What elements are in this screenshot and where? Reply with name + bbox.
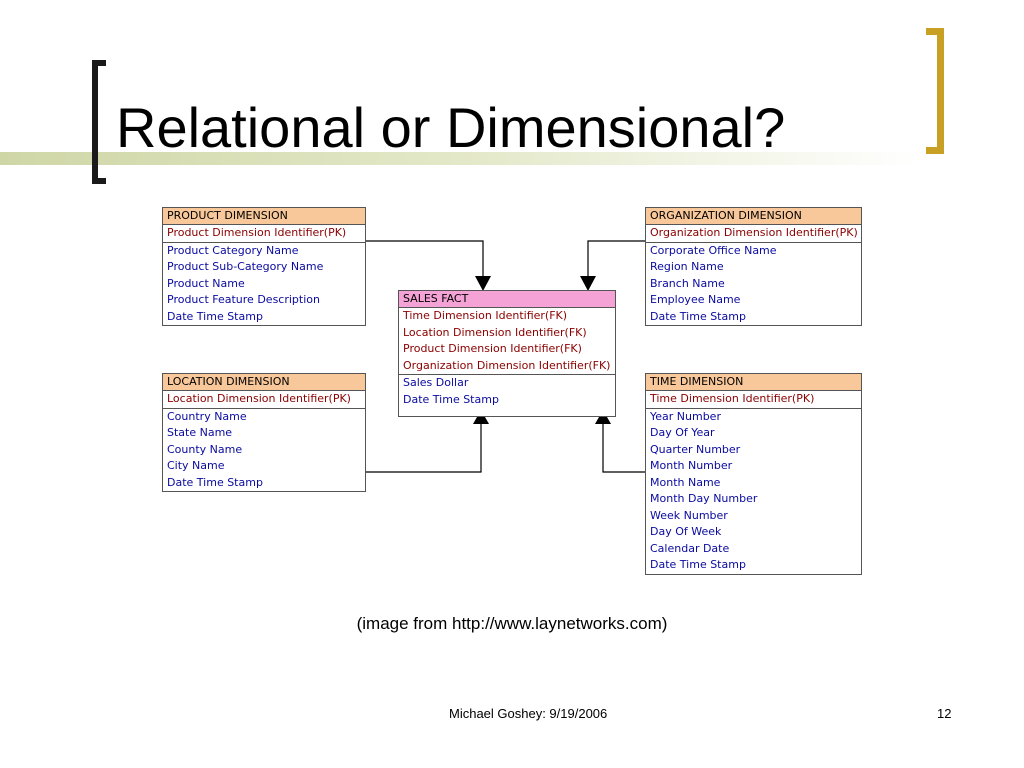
table-header: SALES FACT	[399, 291, 615, 308]
connector-location-to-sales	[366, 424, 482, 473]
primary-key-field: Product Dimension Identifier(PK)	[163, 225, 365, 243]
arrowhead-time-to-sales	[595, 410, 611, 424]
foreign-key-field: Time Dimension Identifier(FK)	[403, 309, 568, 322]
foreign-key-group: Time Dimension Identifier(FK) Location D…	[399, 308, 615, 375]
slide-title: Relational or Dimensional?	[116, 96, 786, 159]
arrowhead-organization-to-sales	[580, 276, 596, 291]
attribute-field: Month Day Number	[650, 492, 758, 505]
attribute-field: Sales Dollar	[403, 376, 469, 389]
attribute-field: County Name	[167, 442, 243, 456]
attribute-field: Year Number	[650, 409, 721, 423]
primary-key-field: Location Dimension Identifier(PK)	[163, 391, 365, 409]
attribute-field: Corporate Office Name	[650, 243, 777, 257]
attribute-field: Date Time Stamp	[650, 558, 746, 571]
slide-number: 12	[937, 706, 952, 721]
attribute-field: Product Name	[167, 276, 245, 290]
table-padding	[399, 408, 615, 416]
attribute-field: City Name	[167, 459, 225, 472]
left-bracket-decoration	[92, 60, 106, 184]
attribute-field: Branch Name	[650, 276, 725, 290]
product-dimension-table: PRODUCT DIMENSION Product Dimension Iden…	[162, 207, 366, 326]
attribute-field: Week Number	[650, 508, 728, 522]
sales-fact-table: SALES FACT Time Dimension Identifier(FK)…	[398, 290, 616, 417]
attribute-field: Product Sub-Category Name	[167, 260, 324, 273]
foreign-key-field: Organization Dimension Identifier(FK)	[403, 358, 611, 372]
attribute-field: Month Name	[650, 475, 721, 489]
attribute-field: Region Name	[650, 260, 724, 273]
attribute-field: Country Name	[167, 409, 247, 423]
attribute-field: Date Time Stamp	[167, 309, 263, 323]
right-bracket-decoration	[926, 28, 944, 154]
attribute-field: Date Time Stamp	[167, 475, 263, 489]
attribute-field: Product Feature Description	[167, 293, 320, 306]
attribute-field: Day Of Year	[650, 426, 715, 439]
primary-key-field: Time Dimension Identifier(PK)	[646, 391, 861, 409]
time-dimension-table: TIME DIMENSION Time Dimension Identifier…	[645, 373, 862, 575]
footer-author-date: Michael Goshey: 9/19/2006	[449, 706, 608, 721]
attribute-field: State Name	[167, 426, 233, 439]
attribute-field: Product Category Name	[167, 243, 299, 257]
location-dimension-table: LOCATION DIMENSION Location Dimension Id…	[162, 373, 366, 492]
foreign-key-field: Product Dimension Identifier(FK)	[403, 342, 582, 355]
attribute-field: Month Number	[650, 459, 733, 472]
table-header: PRODUCT DIMENSION	[163, 208, 365, 225]
title-accent-band	[0, 152, 1024, 165]
attribute-field: Quarter Number	[650, 442, 741, 456]
foreign-key-field: Location Dimension Identifier(FK)	[403, 325, 587, 339]
table-header: TIME DIMENSION	[646, 374, 861, 391]
attribute-field: Day Of Week	[650, 525, 722, 538]
connector-organization-to-sales	[587, 240, 645, 277]
image-source-caption: (image from http://www.laynetworks.com)	[356, 614, 668, 633]
attribute-field: Date Time Stamp	[650, 309, 746, 323]
attribute-field: Calendar Date	[650, 541, 730, 555]
attribute-field: Date Time Stamp	[403, 392, 499, 406]
organization-dimension-table: ORGANIZATION DIMENSION Organization Dime…	[645, 207, 862, 326]
arrowhead-product-to-sales	[475, 276, 491, 291]
arrowhead-location-to-sales	[473, 410, 489, 424]
attribute-field: Employee Name	[650, 293, 741, 306]
connector-time-to-sales	[602, 424, 645, 473]
primary-key-field: Organization Dimension Identifier(PK)	[646, 225, 861, 243]
connector-product-to-sales	[366, 240, 484, 277]
table-header: ORGANIZATION DIMENSION	[646, 208, 861, 225]
table-header: LOCATION DIMENSION	[163, 374, 365, 391]
